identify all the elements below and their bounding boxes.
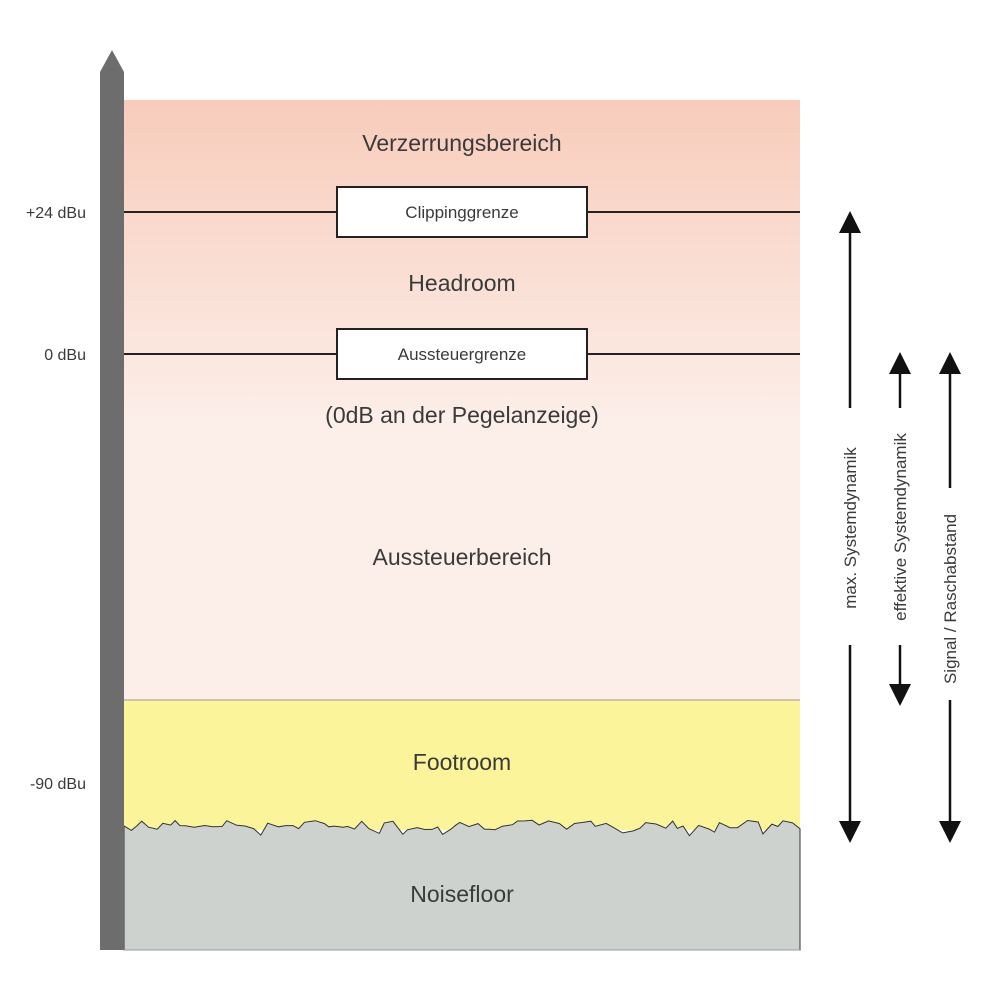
max-dynamics-label: max. Systemdynamik bbox=[841, 447, 860, 609]
region-label-note: (0dB an der Pegelanzeige) bbox=[325, 402, 599, 428]
region-label-noisefloor: Noisefloor bbox=[410, 881, 514, 907]
level-label-minus90: -90 dBu bbox=[30, 776, 86, 793]
noisefloor-region bbox=[123, 819, 801, 951]
effective-dynamics-label: effektive Systemdynamik bbox=[891, 433, 910, 621]
region-label-headroom: Headroom bbox=[408, 270, 515, 296]
region-label-distortion: Verzerrungsbereich bbox=[362, 130, 561, 156]
clipping-box-label: Clippinggrenze bbox=[405, 203, 518, 222]
level-label-plus24: +24 dBu bbox=[26, 205, 86, 222]
region-label-footroom: Footroom bbox=[413, 749, 511, 775]
reference-box bbox=[336, 328, 588, 380]
footroom-region bbox=[124, 700, 800, 830]
snr-label: Signal / Raschabstand bbox=[941, 514, 960, 684]
reference-box-label: Aussteuergrenze bbox=[398, 345, 527, 364]
level-axis-arrow bbox=[100, 50, 124, 950]
region-label-operating: Aussteuerbereich bbox=[373, 544, 552, 570]
clipping-box bbox=[336, 186, 588, 238]
level-label-0: 0 dBu bbox=[44, 347, 86, 364]
